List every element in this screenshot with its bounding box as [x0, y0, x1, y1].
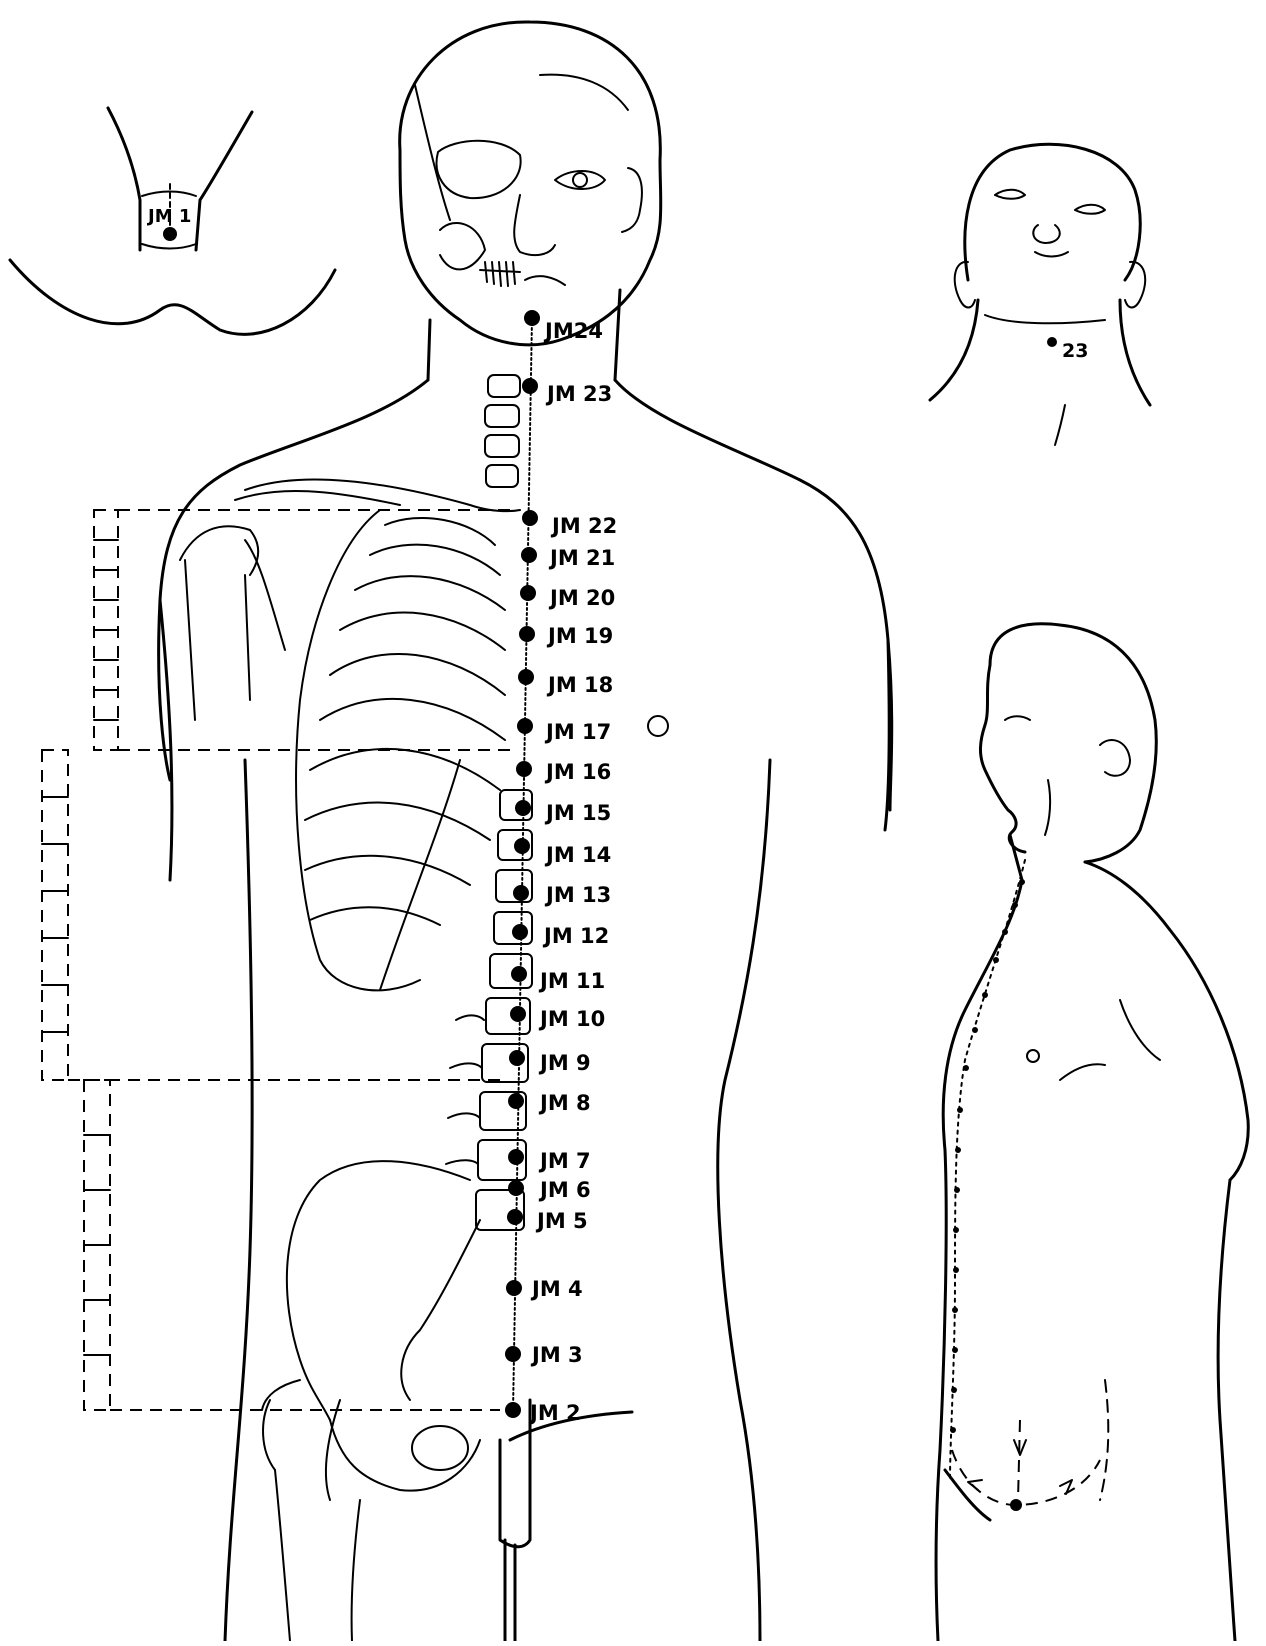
jm9-point: [509, 1050, 525, 1066]
jm1-point: [163, 227, 177, 241]
jm22-point: [522, 510, 538, 526]
jm4-point: [506, 1280, 522, 1296]
jm11-label: JM 11: [538, 969, 605, 993]
jm20-label: JM 20: [548, 586, 615, 610]
ribs: [305, 518, 505, 990]
jm17-point: [517, 718, 533, 734]
jm10-label: JM 10: [538, 1007, 605, 1031]
jm20-point: [520, 585, 536, 601]
jm5-label: JM 5: [535, 1209, 588, 1233]
jm18-label: JM 18: [546, 673, 613, 697]
jm23-point: [522, 378, 538, 394]
head-up-inset: 23: [930, 144, 1150, 445]
jm22-label: JM 22: [550, 514, 617, 538]
jm13-point: [513, 885, 529, 901]
jm4-label: JM 4: [530, 1277, 583, 1301]
main-figure: JM24 JM 23 JM 22 JM 21 JM 20 JM 19 JM 18…: [42, 22, 892, 1641]
point-labels: JM24 JM 23 JM 22 JM 21 JM 20 JM 19 JM 18…: [528, 319, 617, 1425]
jm5-point: [507, 1209, 523, 1225]
jm6-label: JM 6: [538, 1178, 591, 1202]
jm10-point: [510, 1006, 526, 1022]
jm8-point: [508, 1093, 524, 1109]
perineum-inset: JM 1: [10, 108, 335, 334]
jm24-label: JM24: [543, 319, 603, 343]
jm21-point: [521, 547, 537, 563]
jm17-label: JM 17: [544, 720, 611, 744]
profile-points: [950, 879, 1025, 1433]
jm13-label: JM 13: [544, 883, 611, 907]
side-profile-figure: [936, 624, 1248, 1641]
jm15-label: JM 15: [544, 801, 611, 825]
jm8-label: JM 8: [538, 1091, 591, 1115]
jm12-point: [512, 924, 528, 940]
jm14-label: JM 14: [544, 843, 611, 867]
jm19-point: [519, 626, 535, 642]
midline: [513, 318, 532, 1412]
jm14-point: [514, 838, 530, 854]
jm3-label: JM 3: [530, 1343, 583, 1367]
jm9-label: JM 9: [538, 1051, 591, 1075]
jm16-label: JM 16: [544, 760, 611, 784]
jm18-point: [518, 669, 534, 685]
jm11-point: [511, 966, 527, 982]
jm16-point: [516, 761, 532, 777]
jm7-point: [508, 1149, 524, 1165]
jm15-point: [515, 800, 531, 816]
jm23-label: JM 23: [545, 382, 612, 406]
jm2-point: [505, 1402, 521, 1418]
jm12-label: JM 12: [542, 924, 609, 948]
inset-point-23: [1047, 337, 1057, 347]
jm24-point: [524, 310, 540, 326]
jm3-point: [505, 1346, 521, 1362]
jm2-label: JM 2: [528, 1401, 581, 1425]
jm21-label: JM 21: [548, 546, 615, 570]
inset-point-23-label: 23: [1062, 340, 1088, 362]
jm6-point: [508, 1180, 524, 1196]
jm1-label: JM 1: [146, 206, 191, 227]
jm7-label: JM 7: [538, 1149, 591, 1173]
proportion-scale: [42, 510, 510, 1410]
jm19-label: JM 19: [546, 624, 613, 648]
